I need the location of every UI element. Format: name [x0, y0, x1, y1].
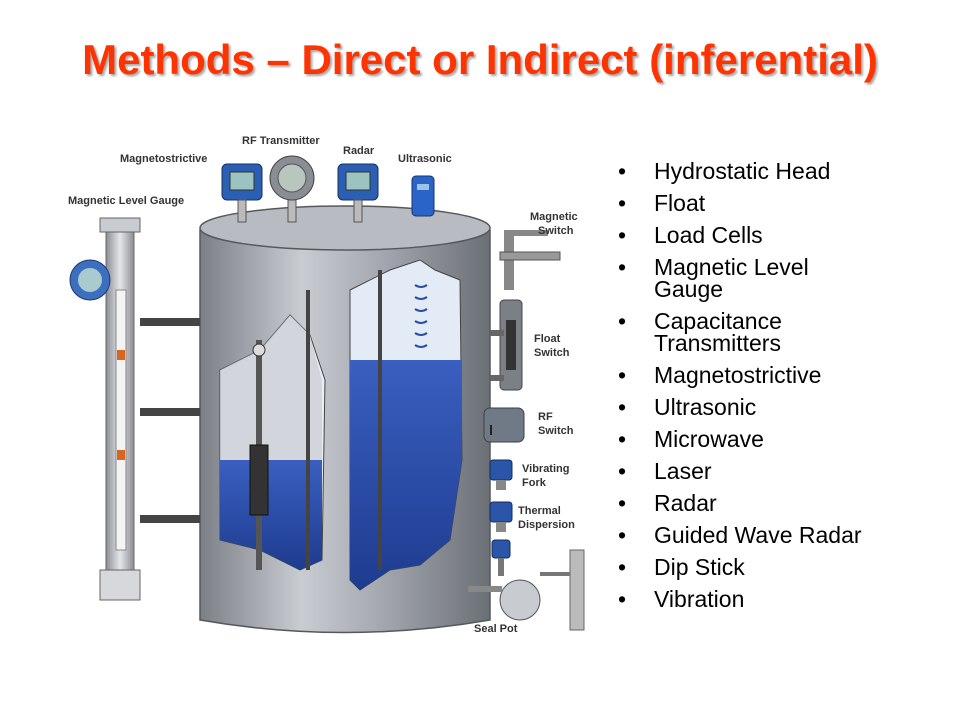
method-label: Dip Stick: [654, 554, 745, 580]
method-item: • Load Cells: [618, 222, 938, 248]
label-seal-pot: Seal Pot: [474, 623, 518, 635]
label-rf-switch-2: Switch: [538, 425, 574, 437]
label-magnetostrictive: Magnetostrictive: [120, 153, 207, 165]
float-switch-instrument: [490, 299, 523, 391]
method-item: • Vibration: [618, 586, 938, 612]
method-item: • Ultrasonic: [618, 394, 938, 420]
magnetic-level-gauge-instrument: [69, 217, 200, 601]
method-label: Radar: [654, 490, 717, 516]
bullet-icon: •: [618, 158, 627, 184]
label-rf-transmitter: RF Transmitter: [242, 135, 320, 147]
method-item: • Dip Stick: [618, 554, 938, 580]
label-ultrasonic: Ultrasonic: [398, 153, 452, 165]
bullet-icon: •: [618, 394, 627, 420]
bullet-icon: •: [618, 254, 627, 280]
radar-gauge-instrument: [269, 155, 315, 223]
bullet-icon: •: [618, 458, 627, 484]
method-label: Guided Wave Radar: [654, 522, 862, 548]
magnetic-switch-instrument: [499, 230, 561, 290]
method-item: • Radar: [618, 490, 938, 516]
seal-pot-instrument: [468, 539, 585, 631]
method-label: Vibration: [654, 586, 745, 612]
method-label: Ultrasonic: [654, 394, 757, 420]
method-label: Float: [654, 190, 706, 216]
method-item: • Magnetostrictive: [618, 362, 938, 388]
vibrating-fork-instrument: [489, 459, 513, 490]
method-item: • Hydrostatic Head: [618, 158, 938, 184]
bullet-icon: •: [618, 426, 627, 452]
thermal-dispersion-instrument: [489, 501, 513, 532]
label-rf-switch: RF: [538, 411, 553, 423]
bullet-icon: •: [618, 490, 627, 516]
label-magnetic-switch-2: Switch: [538, 225, 574, 237]
method-item: • Guided Wave Radar: [618, 522, 938, 548]
label-vibrating-fork-2: Fork: [522, 477, 547, 489]
bullet-icon: •: [618, 190, 627, 216]
level-measurement-diagram: RF Transmitter Radar Magnetostrictive Ul…: [68, 135, 585, 635]
method-label-cont: Gauge: [654, 276, 724, 302]
label-float-switch: Float: [534, 333, 561, 345]
rf-switch-instrument: [483, 407, 525, 443]
label-thermal-dispersion: Thermal: [518, 505, 561, 517]
label-magnetic-level-gauge: Magnetic Level Gauge: [68, 195, 184, 207]
method-item: • Float: [618, 190, 938, 216]
bullet-icon: •: [618, 522, 627, 548]
method-label: Magnetic Level: [654, 254, 809, 280]
bullet-icon: •: [618, 308, 627, 334]
bullet-icon: •: [618, 222, 627, 248]
methods-list: • Hydrostatic Head • Float • Load Cells • Magne…: [618, 160, 938, 620]
radar-instrument: [337, 163, 379, 223]
ultrasonic-instrument: [411, 175, 435, 217]
label-thermal-dispersion-2: Dispersion: [518, 519, 575, 531]
method-item: • Microwave: [618, 426, 938, 452]
method-item: • Laser: [618, 458, 938, 484]
slide-title: Methods – Direct or Indirect (inferentia…: [82, 36, 878, 83]
rf-transmitter-instrument: [221, 163, 263, 223]
method-label: Load Cells: [654, 222, 763, 248]
method-label: Capacitance: [654, 308, 782, 334]
method-label: Hydrostatic Head: [654, 158, 831, 184]
bullet-icon: •: [618, 586, 627, 612]
tank: [199, 205, 491, 634]
bullet-icon: •: [618, 554, 627, 580]
label-radar: Radar: [343, 145, 375, 157]
bullet-icon: •: [618, 362, 627, 388]
method-label: Laser: [654, 458, 712, 484]
method-label: Microwave: [654, 426, 764, 452]
label-vibrating-fork: Vibrating: [522, 463, 569, 475]
label-magnetic-switch: Magnetic: [530, 211, 578, 223]
label-float-switch-2: Switch: [534, 347, 570, 359]
method-label-cont: Transmitters: [654, 330, 781, 356]
method-label: Magnetostrictive: [654, 362, 822, 388]
